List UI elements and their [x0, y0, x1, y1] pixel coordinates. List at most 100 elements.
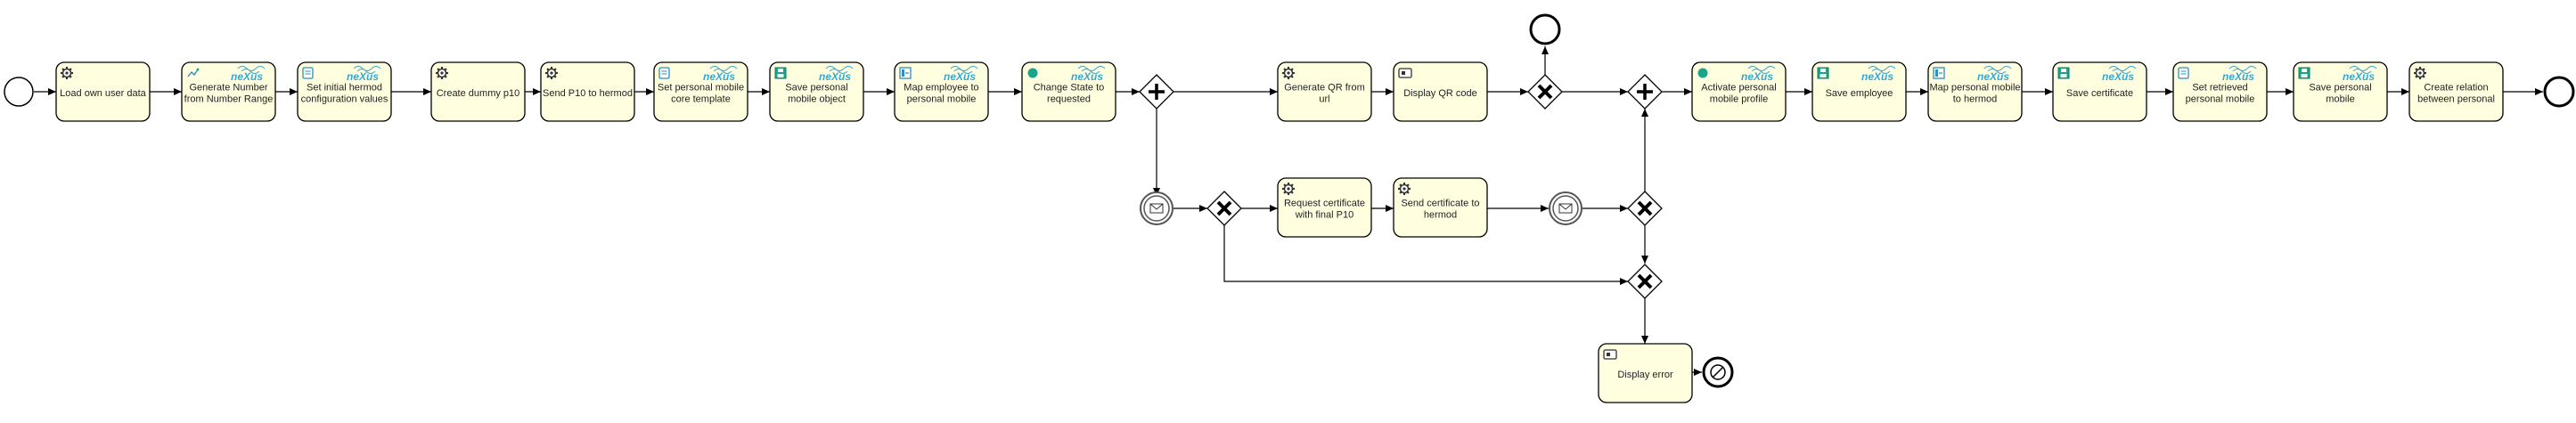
nexus-logo: neXus	[944, 66, 978, 83]
task-t21[interactable]: Display error	[1598, 343, 1693, 403]
nexus-brand-text: neXus	[1977, 70, 2009, 83]
task-label: Set initial hermod	[307, 83, 382, 94]
nexus-logo: neXus	[347, 66, 381, 83]
end-event[interactable]	[2543, 76, 2575, 108]
task-box[interactable]	[540, 61, 635, 122]
task-box[interactable]	[653, 61, 748, 122]
task-box[interactable]	[1277, 177, 1372, 238]
task-label: mobile	[2326, 94, 2354, 105]
task-box[interactable]	[1393, 177, 1488, 238]
task-box[interactable]	[1598, 343, 1693, 403]
task-label: Save certificate	[2066, 88, 2133, 99]
events	[4, 13, 2575, 388]
gear-icon	[1282, 67, 1295, 79]
task-box[interactable]	[2172, 61, 2268, 122]
task-box[interactable]	[2408, 61, 2504, 122]
nexus-logo: neXus	[2222, 66, 2257, 83]
nexus-brand-text: neXus	[231, 70, 263, 83]
exclusive-gateway-result[interactable]	[1627, 191, 1663, 226]
task-box[interactable]	[1021, 61, 1116, 122]
task-box[interactable]	[2052, 61, 2147, 122]
task-label: mobile profile	[1710, 94, 1768, 105]
task-box[interactable]	[2293, 61, 2388, 122]
start-event[interactable]	[4, 77, 34, 107]
task-box[interactable]	[430, 61, 526, 122]
nexus-logo: neXus	[1861, 66, 1896, 83]
parallel-gateway-join[interactable]	[1627, 74, 1663, 110]
gear-icon	[545, 67, 558, 79]
task-box[interactable]	[1811, 61, 1907, 122]
envelope-icon	[1149, 203, 1164, 214]
exclusive-gateway-error[interactable]	[1627, 264, 1663, 299]
map-icon	[899, 67, 912, 79]
x-icon	[1537, 84, 1553, 100]
task-box[interactable]	[1691, 61, 1787, 122]
nexus-brand-text: neXus	[1071, 70, 1103, 83]
task-box[interactable]	[894, 61, 989, 122]
task-box[interactable]	[1927, 61, 2023, 122]
task-label: Save employee	[1826, 88, 1893, 99]
gear-icon	[436, 67, 448, 79]
end-event-top[interactable]	[1529, 13, 1561, 45]
form-icon	[2178, 67, 2189, 79]
task-label: core template	[671, 94, 731, 105]
form-icon	[658, 67, 670, 79]
envelope-icon	[1558, 203, 1573, 214]
task-box[interactable]	[769, 61, 864, 122]
parallel-gateway-split[interactable]	[1139, 74, 1174, 110]
task-label: Set personal mobile	[658, 83, 744, 94]
nexus-logo: neXus	[703, 66, 738, 83]
task-label: Generate Number	[189, 83, 267, 94]
gear-icon	[1398, 183, 1411, 195]
nexus-logo: neXus	[1741, 66, 1776, 83]
task-t5[interactable]: Send P10 to hermod	[540, 61, 635, 122]
task-label: hermod	[1424, 210, 1457, 221]
message-catch-event-2[interactable]	[1549, 191, 1582, 225]
message-catch-event-1[interactable]	[1140, 191, 1174, 225]
exclusive-gateway-request[interactable]	[1206, 191, 1242, 226]
x-icon	[1216, 200, 1232, 216]
task-box[interactable]	[181, 61, 276, 122]
sequence-flows	[34, 46, 2543, 376]
task-label: personal mobile	[2186, 94, 2255, 105]
task-t4[interactable]: Create dummy p10	[430, 61, 526, 122]
task-label: with final P10	[1295, 210, 1353, 221]
error-icon	[1710, 364, 1726, 380]
task-label: Set retrieved	[2192, 83, 2247, 94]
save-icon	[2057, 67, 2070, 79]
task-box[interactable]	[55, 61, 151, 122]
save-icon	[1817, 67, 1829, 79]
task-label: personal mobile	[907, 94, 977, 105]
error-end-event[interactable]	[1702, 356, 1734, 388]
task-t1[interactable]: Load own user data	[55, 61, 151, 122]
task-box[interactable]	[1393, 61, 1488, 122]
task-label: Change State to	[1034, 83, 1105, 94]
task-box[interactable]	[297, 61, 392, 122]
nexus-brand-text: neXus	[1741, 70, 1773, 83]
nexus-logo: neXus	[1977, 66, 2012, 83]
task-box[interactable]	[1277, 61, 1372, 122]
nexus-brand-text: neXus	[2222, 70, 2254, 83]
nexus-brand-text: neXus	[2102, 70, 2134, 83]
task-label: Generate QR from	[1284, 83, 1364, 94]
exclusive-gateway-qr[interactable]	[1527, 74, 1563, 110]
task-t11[interactable]: Display QR code	[1393, 61, 1488, 122]
